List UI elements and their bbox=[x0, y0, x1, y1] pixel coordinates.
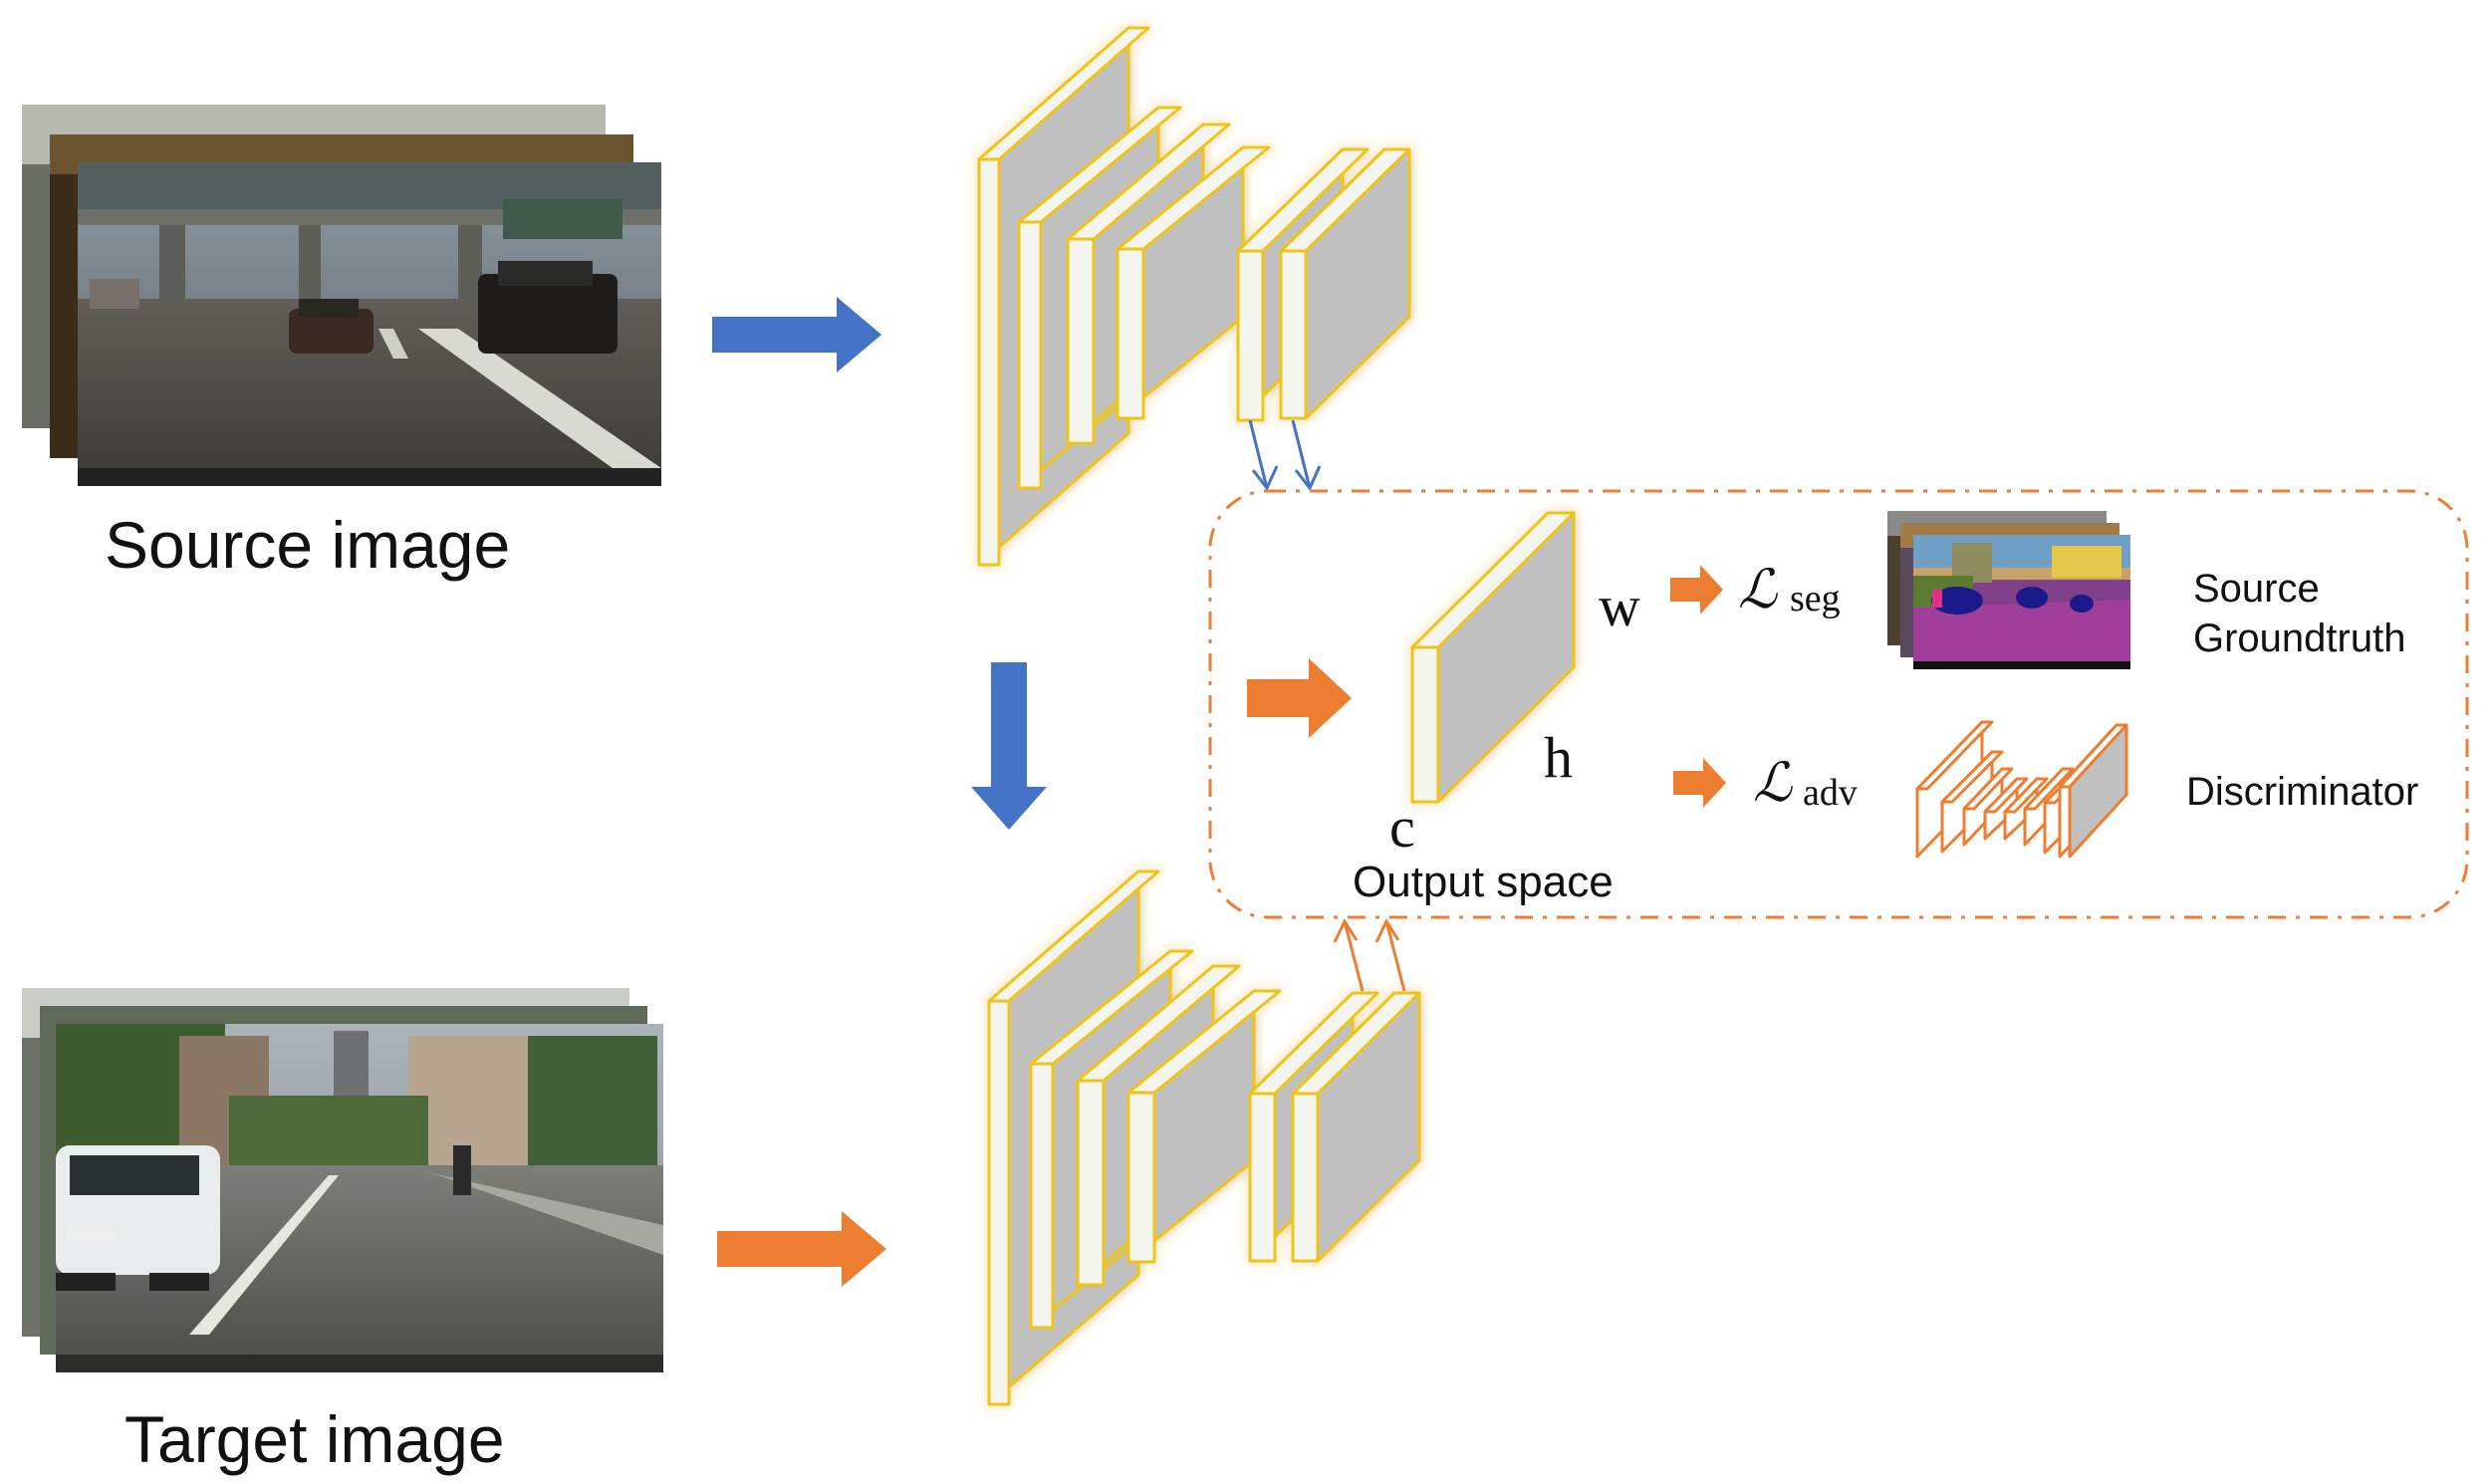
source-image-label: Source image bbox=[105, 508, 510, 582]
source-groundtruth-label-line1: Source bbox=[2193, 567, 2320, 611]
bottom-network-output-arrows bbox=[1333, 917, 1406, 992]
output-space-label: Output space bbox=[1353, 858, 1614, 906]
source-groundtruth-segmap bbox=[1887, 511, 2130, 669]
adv-loss-symbol: ℒ bbox=[1753, 751, 1793, 814]
output-input-arrow bbox=[1247, 658, 1352, 738]
network-top-layer-4 bbox=[1116, 145, 1271, 420]
seg-loss-symbol: ℒ bbox=[1738, 558, 1778, 620]
source-to-network-arrow bbox=[712, 297, 881, 372]
target-photo-front bbox=[56, 1024, 663, 1372]
source-image-stack: Source image bbox=[22, 105, 661, 582]
output-width-label: w bbox=[1599, 574, 1640, 638]
target-to-network-arrow bbox=[717, 1211, 886, 1287]
seg-loss-arrow bbox=[1670, 565, 1723, 615]
discriminator-label: Discriminator bbox=[2186, 770, 2418, 814]
seg-loss-subscript: seg bbox=[1790, 578, 1841, 619]
adv-loss-subscript: adv bbox=[1803, 772, 1858, 814]
source-groundtruth-label-line2: Groundtruth bbox=[2193, 617, 2405, 660]
discriminator-output-layer bbox=[2068, 723, 2128, 859]
source-photo-front bbox=[78, 162, 661, 486]
target-image-stack: Target image bbox=[22, 988, 663, 1476]
top-network-output-arrows bbox=[1248, 419, 1322, 491]
source-segmentation-network bbox=[977, 26, 1411, 567]
target-segmentation-network bbox=[987, 869, 1421, 1406]
output-space-region bbox=[1208, 489, 2469, 919]
network-bottom-layer-6 bbox=[1291, 991, 1421, 1263]
target-image-label: Target image bbox=[124, 1402, 505, 1476]
shared-weights-arrow bbox=[971, 662, 1047, 830]
adv-loss-arrow bbox=[1673, 758, 1726, 808]
output-channel-label: c bbox=[1389, 795, 1415, 860]
network-top-layer-6 bbox=[1279, 147, 1411, 420]
output-height-label: h bbox=[1544, 725, 1573, 790]
output-space-feature-map bbox=[1410, 511, 1576, 804]
